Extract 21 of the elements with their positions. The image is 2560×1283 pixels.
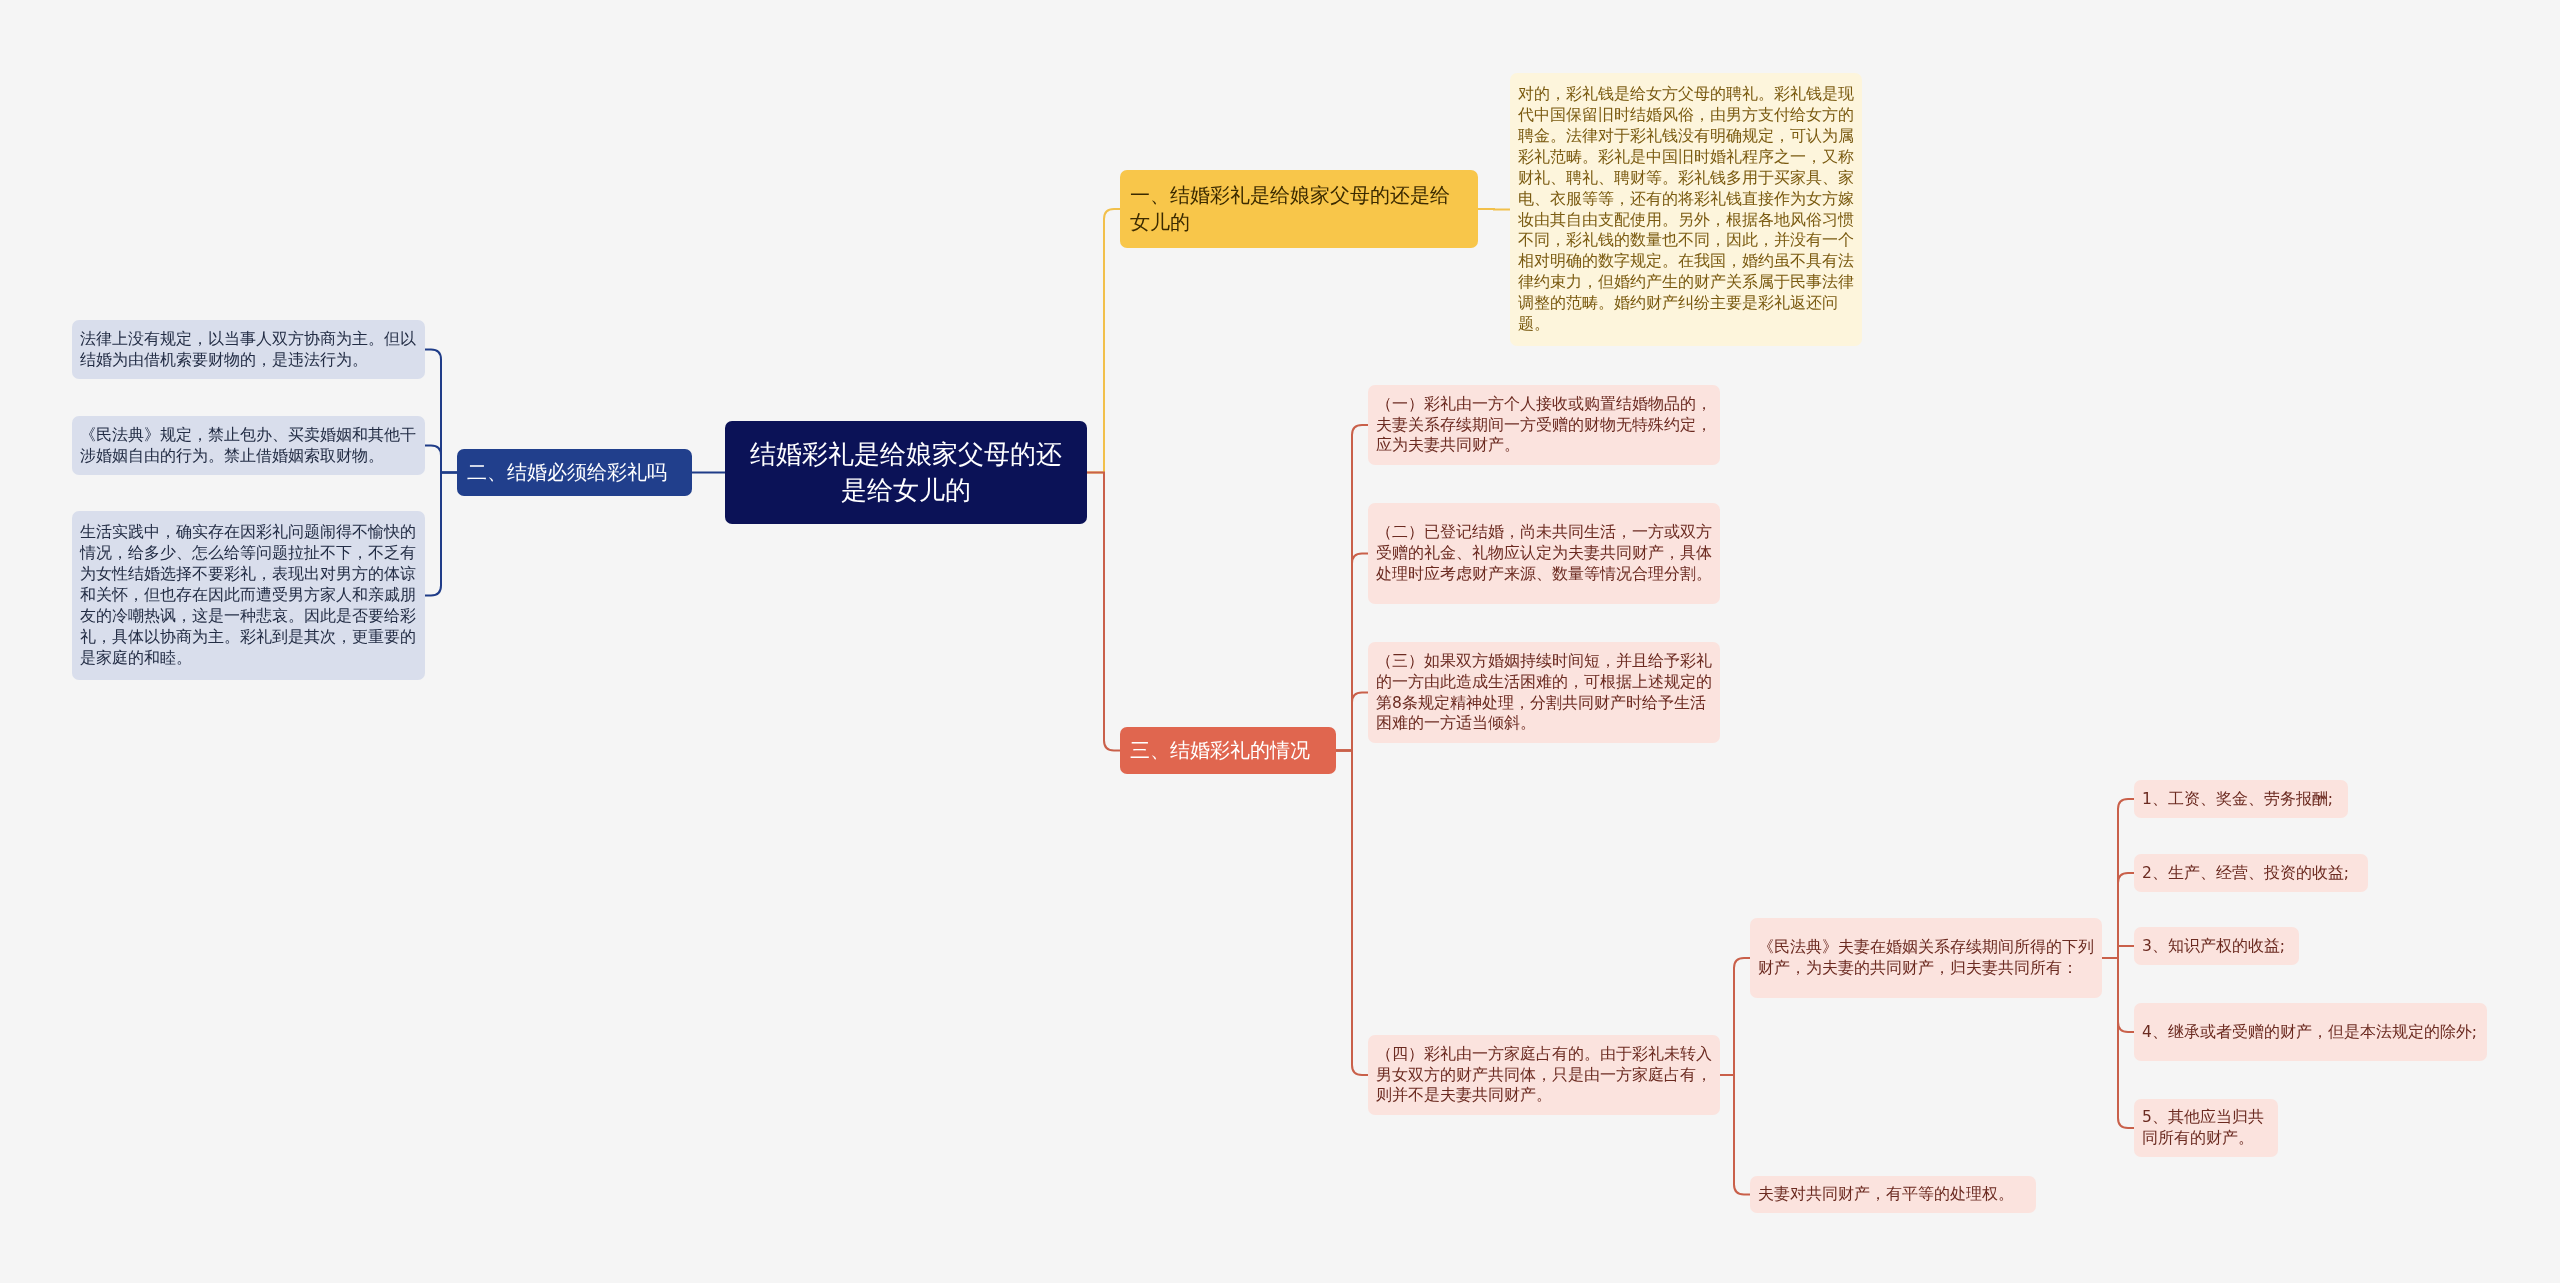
topic-box: 一、结婚彩礼是给娘家父母的还是给女儿的	[1120, 170, 1478, 248]
connector-line	[691, 471, 726, 474]
note-box: 生活实践中，确实存在因彩礼问题闹得不愉快的情况，给多少、怎么给等问题拉扯不下，不乏有为女性结婚选择不要彩礼，表现出对男方的体谅和关怀，但也存在因此而遭受男方家人和亲戚朋友的冷嘲热讽，这是一种悲哀。因此是否要给彩礼，具体以协商为主。彩礼到是其次，更重要的是家庭的和睦。	[72, 511, 425, 680]
note-box: 法律上没有规定，以当事人双方协商为主。但以结婚为由借机索要财物的，是违法行为。	[72, 320, 425, 379]
topic-box: 二、结婚必须给彩礼吗	[457, 449, 692, 496]
note-box: 4、继承或者受赠的财产，但是本法规定的除外;	[2134, 1003, 2487, 1061]
note-box: 《民法典》规定，禁止包办、买卖婚姻和其他干涉婚姻自由的行为。禁止借婚姻索取财物。	[72, 416, 425, 475]
note-box: （四）彩礼由一方家庭占有的。由于彩礼未转入男女双方的财产共同体，只是由一方家庭占有，则并不是夫妻共同财产。	[1368, 1035, 1720, 1115]
connector-line	[1477, 208, 1511, 211]
note-box: 2、生产、经营、投资的收益;	[2134, 854, 2368, 892]
note-box: 《民法典》夫妻在婚姻关系存续期间所得的下列财产，为夫妻的共同财产，归夫妻共同所有：	[1750, 918, 2102, 998]
note-box: 夫妻对共同财产，有平等的处理权。	[1750, 1176, 2036, 1213]
note-box: （一）彩礼由一方个人接收或购置结婚物品的，夫妻关系存续期间一方受赠的财物无特殊约定，应为夫妻共同财产。	[1368, 385, 1720, 465]
note-box: 5、其他应当归共同所有的财产。	[2134, 1099, 2278, 1157]
note-box: 1、工资、奖金、劳务报酬;	[2134, 780, 2348, 818]
central-topic: 结婚彩礼是给娘家父母的还是给女儿的	[725, 421, 1087, 524]
note-box: （二）已登记结婚，尚未共同生活，一方或双方受赠的礼金、礼物应认定为夫妻共同财产，具体处理时应考虑财产来源、数量等情况合理分割。	[1368, 503, 1720, 604]
note-box: 对的，彩礼钱是给女方父母的聘礼。彩礼钱是现代中国保留旧时结婚风俗，由男方支付给女方的聘金。法律对于彩礼钱没有明确规定，可认为属彩礼范畴。彩礼是中国旧时婚礼程序之一，又称财礼、聘礼、聘财等。彩礼钱多用于买家具、家电、衣服等等，还有的将彩礼钱直接作为女方嫁妆由其自由支配使用。另外，根据各地风俗习惯不同，彩礼钱的数量也不同，因此，并没有一个相对明确的数字规定。在我国，婚约虽不具有法律约束力，但婚约产生的财产关系属于民事法律调整的范畴。婚约财产纠纷主要是彩礼返还问题。	[1510, 73, 1862, 346]
topic-box: 三、结婚彩礼的情况	[1120, 727, 1336, 774]
note-box: 3、知识产权的收益;	[2134, 927, 2299, 965]
note-box: （三）如果双方婚姻持续时间短，并且给予彩礼的一方由此造成生活困难的，可根据上述规定的第8条规定精神处理，分割共同财产时给予生活困难的一方适当倾斜。	[1368, 642, 1720, 743]
